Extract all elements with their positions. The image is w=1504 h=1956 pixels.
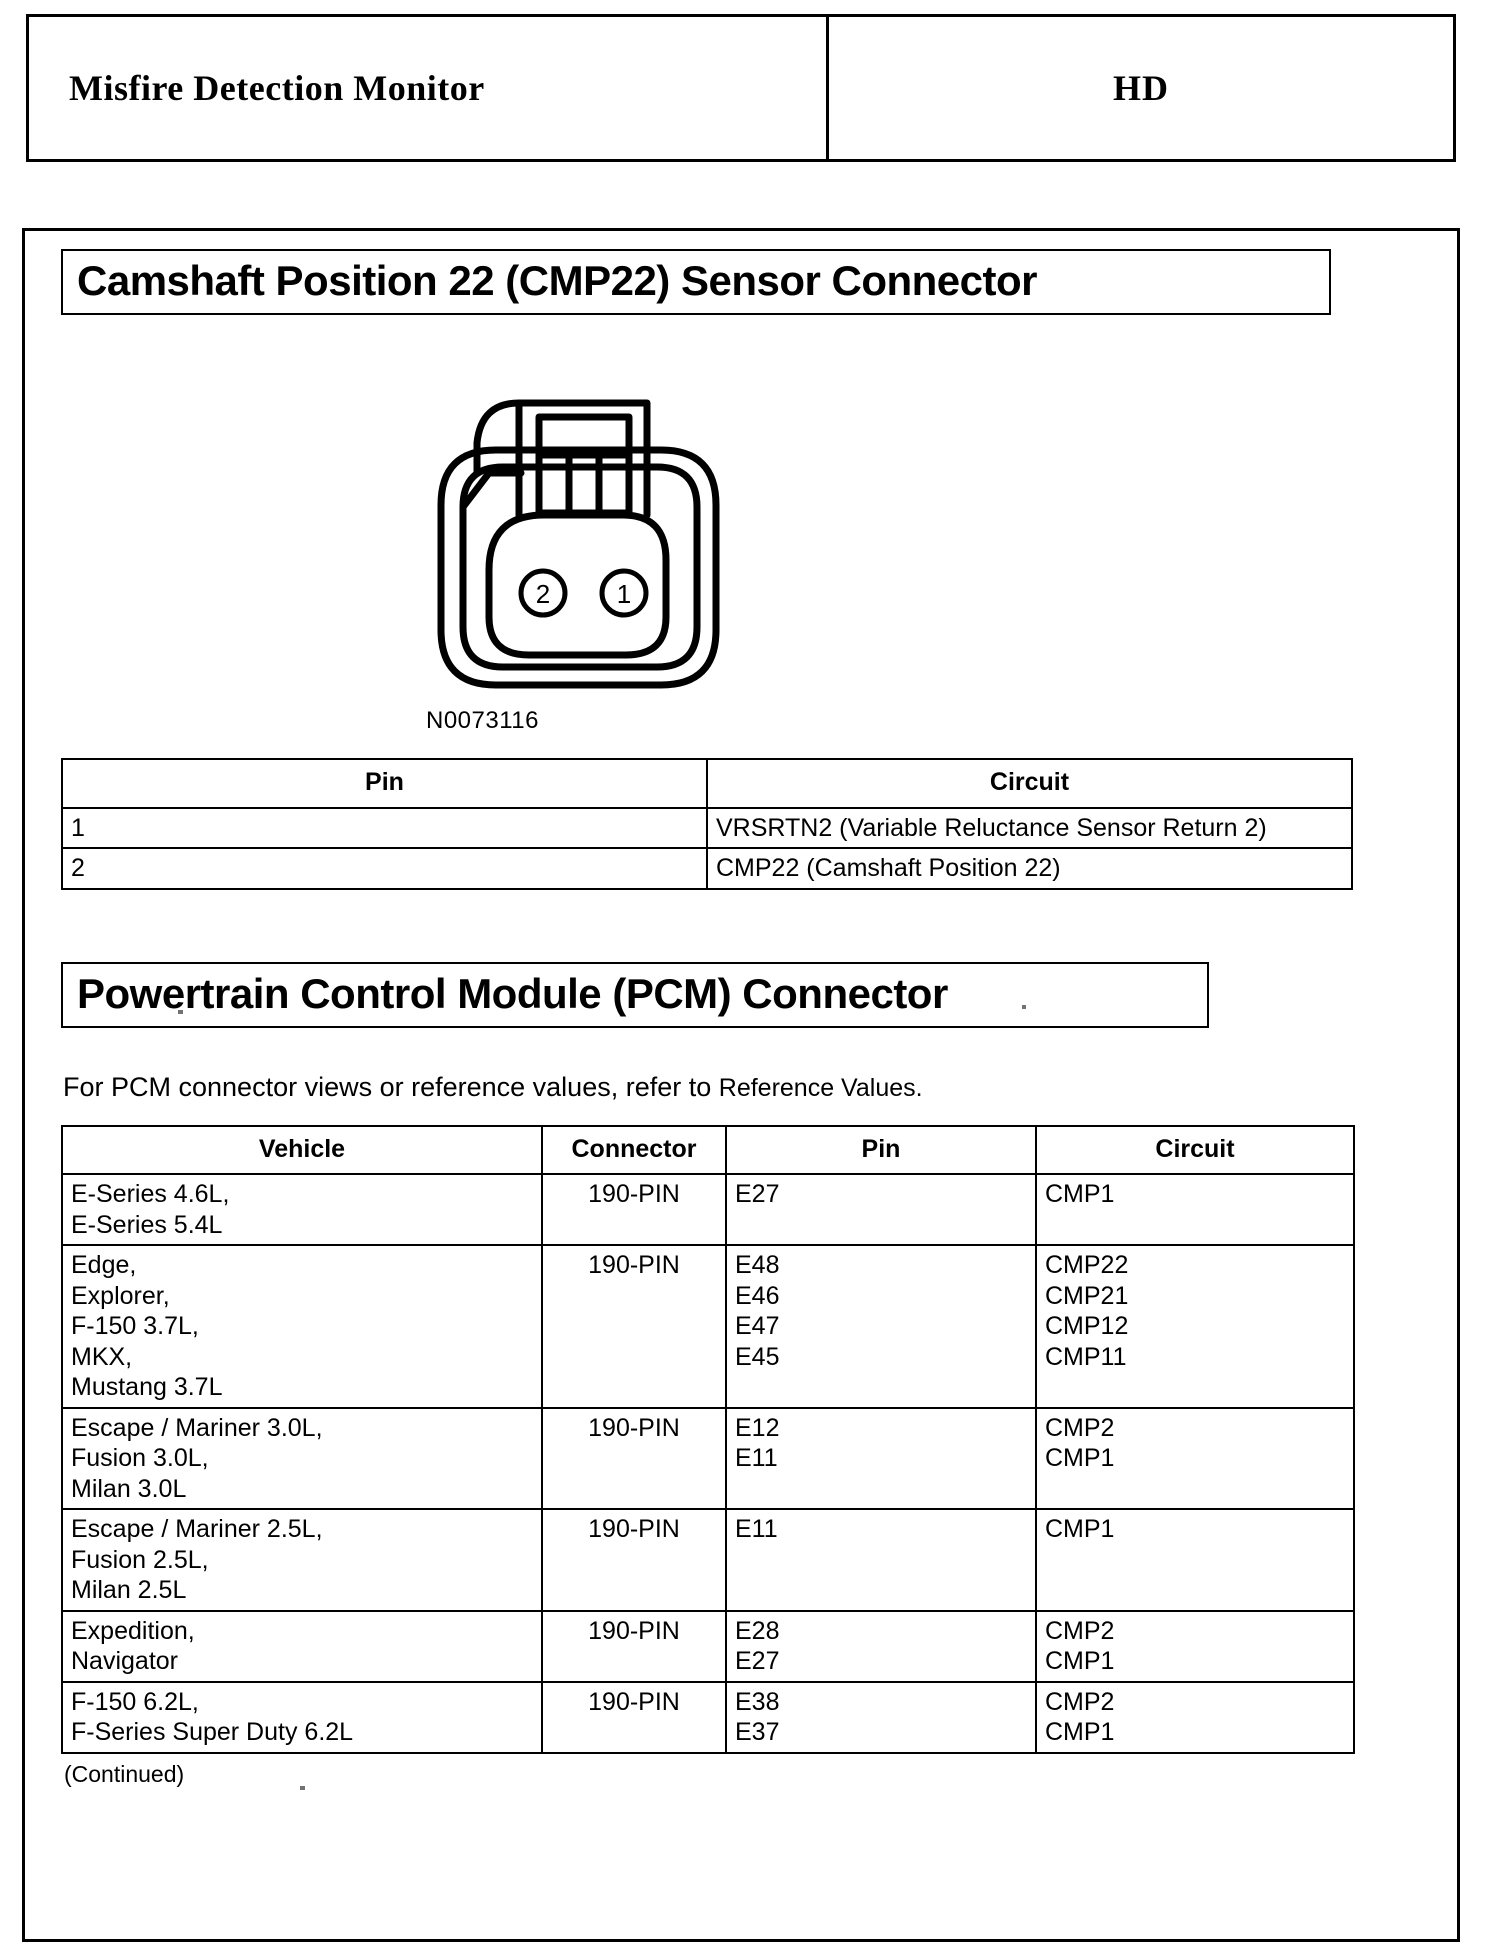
pcm-section-heading: Powertrain Control Module (PCM) Connecto… (77, 969, 948, 1017)
column-header-pin: Pin (725, 1124, 1037, 1176)
cell-vehicle: Expedition,Navigator (61, 1609, 543, 1683)
table-row: Escape / Mariner 3.0L,Fusion 3.0L,Milan … (61, 1406, 1355, 1511)
column-header-connector: Connector (541, 1124, 727, 1176)
scan-speckle (300, 1786, 305, 1790)
cell-connector: 190-PIN (541, 1406, 727, 1511)
cell-vehicle: Escape / Mariner 2.5L,Fusion 2.5L,Milan … (61, 1508, 543, 1612)
column-header-circuit: Circuit (706, 758, 1353, 809)
column-header-pin: Pin (61, 758, 708, 809)
cell-connector: 190-PIN (541, 1244, 727, 1409)
pin-marker-1-label: 1 (617, 579, 631, 609)
cell-circuit: VRSRTN2 (Variable Reluctance Sensor Retu… (706, 806, 1353, 850)
cell-vehicle: Edge,Explorer,F-150 3.7L,MKX,Mustang 3.7… (61, 1244, 543, 1409)
cell-connector: 190-PIN (541, 1173, 727, 1247)
cell-vehicle: Escape / Mariner 3.0L,Fusion 3.0L,Milan … (61, 1406, 543, 1511)
reference-values-link[interactable]: Reference Values. (718, 1073, 923, 1102)
pin-marker-2-label: 2 (536, 579, 550, 609)
cell-pin: E11 (725, 1508, 1037, 1612)
pcm-reference-note: For PCM connector views or reference val… (63, 1072, 1391, 1103)
connector-drawing-icon: 2 1 (437, 399, 720, 689)
diagram-image-code: N0073116 (426, 707, 539, 735)
cell-circuit: CMP1 (1035, 1173, 1355, 1247)
table-row: 2 CMP22 (Camshaft Position 22) (61, 847, 1353, 890)
page-title: Misfire Detection Monitor (69, 68, 485, 108)
cmp22-pin-circuit-table: Pin Circuit 1 VRSRTN2 (Variable Reluctan… (61, 758, 1353, 890)
cmp22-section-heading-box: Camshaft Position 22 (CMP22) Sensor Conn… (61, 249, 1331, 316)
cell-pin: 1 (61, 806, 708, 850)
page-header: Misfire Detection Monitor HD (26, 14, 1456, 162)
continued-label: (Continued) (64, 1760, 185, 1787)
page-header-title-cell: Misfire Detection Monitor (29, 17, 829, 159)
table-row: Escape / Mariner 2.5L,Fusion 2.5L,Milan … (61, 1508, 1355, 1612)
pcm-vehicle-pin-table: Vehicle Connector Pin Circuit E-Series 4… (61, 1124, 1355, 1754)
scan-speckle (1022, 1005, 1026, 1009)
table-row: Edge,Explorer,F-150 3.7L,MKX,Mustang 3.7… (61, 1244, 1355, 1409)
cell-vehicle: F-150 6.2L,F-Series Super Duty 6.2L (61, 1680, 543, 1754)
document-content: Camshaft Position 22 (CMP22) Sensor Conn… (61, 249, 1391, 1788)
table-header-row: Vehicle Connector Pin Circuit (61, 1124, 1355, 1176)
column-header-circuit: Circuit (1035, 1124, 1355, 1176)
cell-vehicle: E-Series 4.6L,E-Series 5.4L (61, 1173, 543, 1247)
cell-connector: 190-PIN (541, 1680, 727, 1754)
cell-pin: 2 (61, 847, 708, 890)
cell-circuit: CMP22 (Camshaft Position 22) (706, 847, 1353, 890)
cell-connector: 190-PIN (541, 1609, 727, 1683)
cell-circuit: CMP1 (1035, 1508, 1355, 1612)
table-row: 1 VRSRTN2 (Variable Reluctance Sensor Re… (61, 806, 1353, 850)
cell-pin: E27 (725, 1173, 1037, 1247)
cmp22-section-heading: Camshaft Position 22 (CMP22) Sensor Conn… (77, 257, 1038, 304)
pcm-section-heading-box: Powertrain Control Module (PCM) Connecto… (61, 961, 1209, 1028)
cell-connector: 190-PIN (541, 1508, 727, 1612)
column-header-vehicle: Vehicle (61, 1124, 543, 1176)
document-body-frame: Camshaft Position 22 (CMP22) Sensor Conn… (22, 228, 1460, 1942)
pin-marker-1-circle (599, 568, 649, 618)
table-header-row: Pin Circuit (61, 758, 1353, 809)
page-header-code-cell: HD (829, 17, 1453, 159)
page-code-badge: HD (1113, 68, 1169, 108)
pin-marker-2-circle (518, 568, 568, 618)
scan-speckle (178, 1010, 183, 1014)
cmp22-connector-diagram: 2 1 N0073116 (61, 355, 1391, 750)
pcm-reference-note-text: For PCM connector views or reference val… (63, 1071, 719, 1102)
